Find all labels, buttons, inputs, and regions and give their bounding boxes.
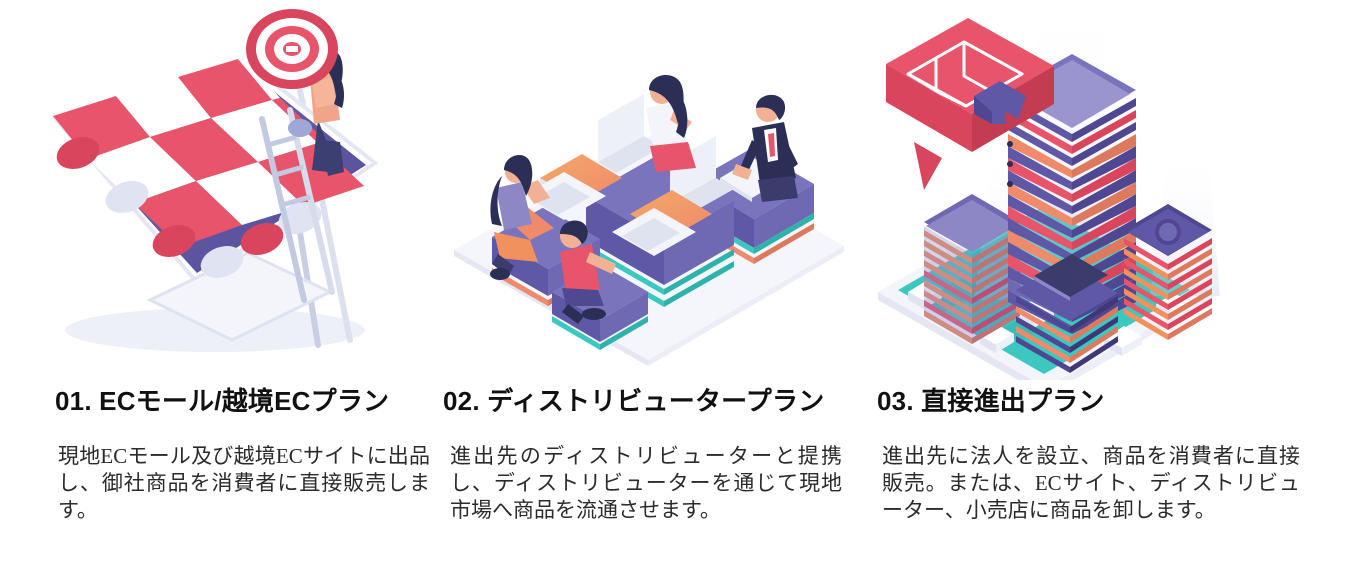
ec-mall-monitor-illustration: [0, 0, 434, 380]
plan-column-01: 01. ECモール/越境ECプラン 現地ECモール及び越境ECサイトに出品し、御…: [0, 0, 434, 570]
mid-tower: [924, 194, 1020, 344]
direct-entry-city-illustration: [868, 0, 1358, 380]
boy-seated-figure: [560, 220, 616, 324]
plan-heading-01: 01. ECモール/越境ECプラン: [55, 386, 390, 416]
low-building: [1016, 254, 1118, 373]
map-pin-bubble: [886, 18, 1054, 190]
plan-heading-02: 02. ディストリビュータープラン: [443, 386, 825, 416]
ladder: [259, 107, 335, 303]
short-tower: [1124, 204, 1212, 340]
woman-standing-figure: [646, 75, 696, 172]
target-bullseye: [246, 9, 338, 89]
distributor-office-illustration: [434, 0, 868, 380]
awning-scallops: [56, 137, 322, 278]
laptop: [612, 190, 712, 256]
plan-body-02: 進出先のディストリビューターと提携し、ディストリビューターを通じて現地市場へ商品…: [450, 444, 842, 522]
woman-seated-figure: [490, 155, 554, 280]
map-outline: [906, 40, 1024, 108]
plan-body-03: 進出先に法人を設立、商品を消費者に直接販売。または、ECサイト、ディストリビュー…: [882, 444, 1300, 522]
plan-column-02: 02. ディストリビュータープラン 進出先のディストリビューターと提携し、ディス…: [434, 0, 868, 570]
plan-heading-03: 03. 直接進出プラン: [877, 386, 1105, 416]
plan-body-01: 現地ECモール及び越境ECサイトに出品し、御社商品を消費者に直接販売します。: [58, 444, 430, 522]
businessman-figure: [732, 94, 798, 202]
laptop: [522, 154, 622, 220]
plan-column-03: 03. 直接進出プラン 進出先に法人を設立、商品を消費者に直接販売。または、EC…: [868, 0, 1358, 570]
striped-awning: [53, 57, 364, 278]
location-pin: [974, 81, 1026, 124]
